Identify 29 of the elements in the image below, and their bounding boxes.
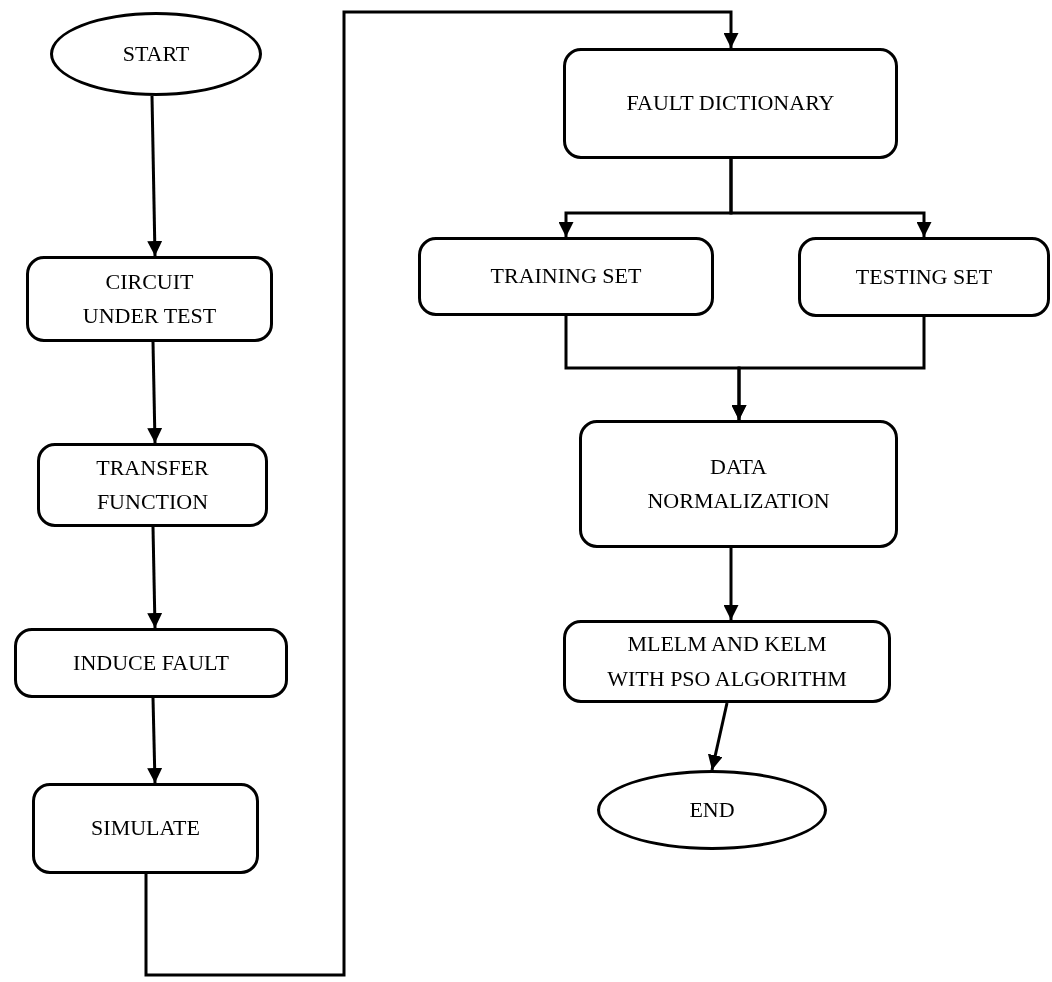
arrow	[147, 697, 163, 784]
process-box	[26, 256, 273, 342]
arrow	[731, 317, 926, 420]
process-box	[798, 237, 1050, 317]
step-label: TESTING SET	[855, 262, 993, 291]
process-box	[563, 48, 898, 159]
step-label: FAULT DICTIONARY	[626, 89, 835, 118]
process-box	[32, 783, 259, 874]
process-box	[418, 237, 714, 316]
arrow	[147, 341, 163, 444]
process-box	[14, 628, 288, 698]
arrow	[147, 526, 163, 629]
process-box	[563, 620, 891, 703]
step-label: TRANSFER FUNCTION	[95, 453, 210, 516]
arrow	[144, 10, 739, 977]
process-box	[579, 420, 898, 548]
step-label: SIMULATE	[91, 814, 200, 843]
step-label: TRAINING SET	[490, 262, 642, 291]
process-box	[37, 443, 268, 527]
step-label: DATA NORMALIZATION	[647, 452, 830, 515]
step-label: MLELM AND KELM WITH PSO ALGORITHM	[606, 630, 848, 693]
arrow	[707, 702, 729, 771]
step-label: INDUCE FAULT	[73, 648, 229, 677]
arrow	[147, 95, 163, 257]
step-label: START	[122, 39, 190, 68]
step-label: CIRCUIT UNDER TEST	[81, 267, 218, 330]
arrow	[729, 159, 932, 237]
arrow	[723, 548, 739, 620]
step-label: END	[689, 795, 735, 824]
